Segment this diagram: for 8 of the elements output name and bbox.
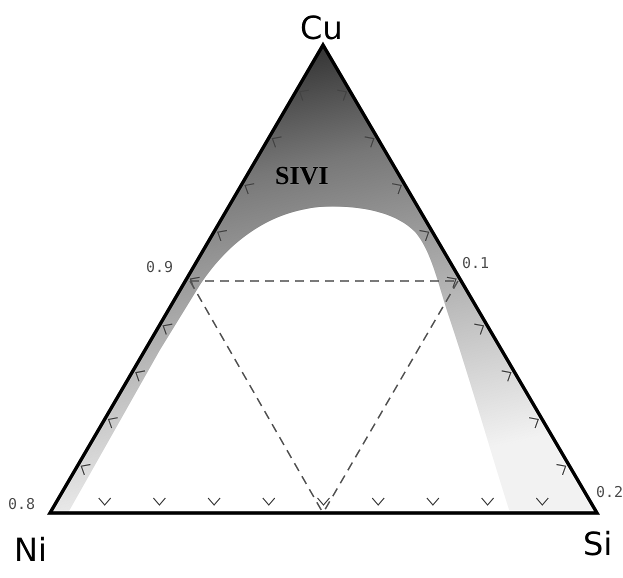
vertex-label: Si — [583, 528, 612, 560]
region-label: SIVI — [275, 163, 328, 189]
axis-tick-label: 0.8 — [8, 497, 36, 512]
axis-tick-label: 0.2 — [596, 485, 623, 500]
axis-tick-label: 0.9 — [146, 260, 174, 275]
vertex-label: Ni — [14, 534, 47, 566]
axis-tick-label: 0.1 — [462, 256, 490, 271]
vertex-label: Cu — [300, 12, 343, 44]
